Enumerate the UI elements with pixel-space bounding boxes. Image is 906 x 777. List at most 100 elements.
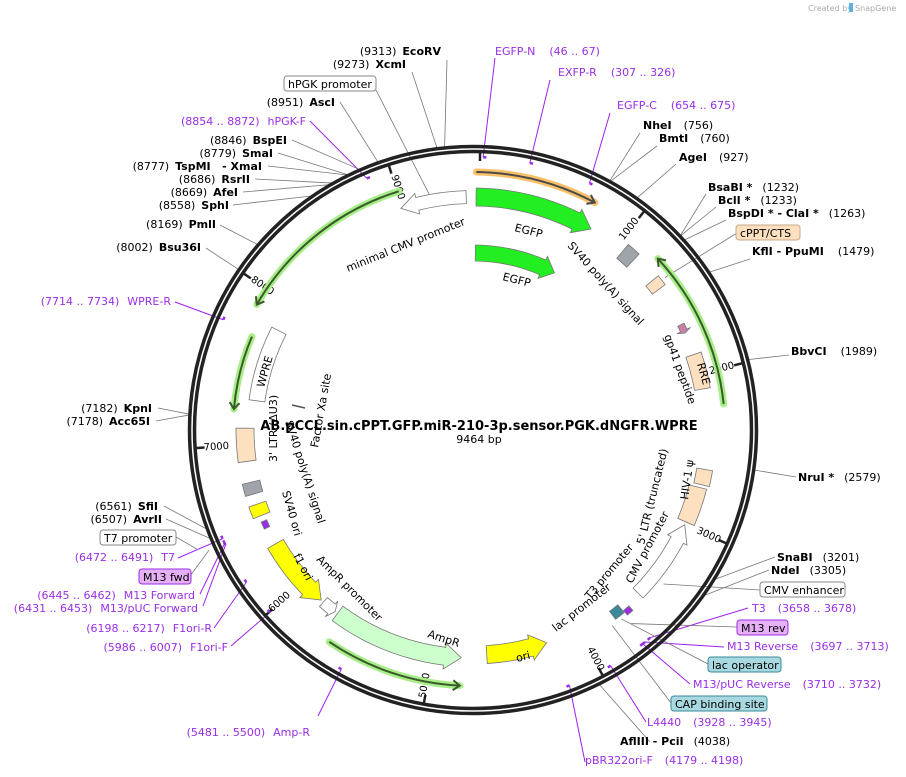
primer-m13-reverse[interactable]: M13 Reverse(3697 .. 3713): [727, 640, 889, 653]
label-cmv-enhancer[interactable]: CMV enhancer: [759, 581, 846, 598]
primer-mark[interactable]: [639, 642, 644, 647]
enzyme-bsabi[interactable]: BsaBI *(1232): [708, 181, 799, 194]
feature-hiv-psi[interactable]: [693, 467, 714, 488]
enzyme-acc65i[interactable]: (7178)Acc65I: [66, 415, 150, 428]
label-hpgk-promoter[interactable]: hPGK promoter: [283, 75, 377, 92]
primer-wpre-r[interactable]: (7714 .. 7734)WPRE-R: [41, 295, 172, 308]
feature-orf-left1[interactable]: [228, 333, 256, 413]
primer-mark[interactable]: [266, 609, 271, 614]
primer-amp-r[interactable]: (5481 .. 5500)Amp-R: [187, 726, 311, 739]
primer-mark[interactable]: [607, 664, 612, 669]
label-lac-operator[interactable]: lac operator: [707, 656, 782, 673]
feature-orf-left2[interactable]: [253, 187, 403, 309]
feature-label-sv40-ori[interactable]: SV40 ori: [279, 489, 304, 537]
feature-ampr[interactable]: [331, 605, 462, 670]
primer-egfp-c[interactable]: EGFP-C(654 .. 675): [617, 99, 735, 112]
feature-t3[interactable]: [622, 605, 634, 616]
primer-l4440[interactable]: L4440(3928 .. 3945): [647, 716, 772, 729]
feature-ltr5[interactable]: [677, 484, 708, 527]
feature-ltr3[interactable]: [235, 427, 257, 464]
enzyme-nrui[interactable]: NruI *(2579): [798, 471, 881, 484]
feature-label-factor-xa-site[interactable]: Factor Xa site: [308, 372, 334, 448]
primer-pbr322ori-f[interactable]: pBR322ori-F(4179 .. 4198): [585, 754, 743, 767]
enzyme-pmli[interactable]: (8169)PmlI: [146, 218, 216, 231]
feature-minimal-cmv[interactable]: [400, 190, 467, 215]
enzyme-bspdi-clai[interactable]: BspDI * - ClaI *(1263): [728, 207, 865, 220]
feature-cppt[interactable]: [645, 275, 666, 295]
enzyme-ndei[interactable]: NdeI(3305): [771, 564, 846, 577]
primer-mark[interactable]: [529, 161, 534, 165]
feature-ori[interactable]: [485, 634, 548, 664]
primer-f1ori-r[interactable]: (6198 .. 6217)F1ori-R: [86, 622, 212, 635]
enzyme-bsu36i[interactable]: (8002)Bsu36I: [116, 241, 201, 254]
enzyme-kpni[interactable]: (7182)KpnI: [81, 402, 152, 415]
feature-sv40-polya-1[interactable]: [616, 243, 640, 268]
enzyme-xcmi[interactable]: (9273)XcmI: [333, 58, 406, 71]
enzyme-ecorv[interactable]: (9313)EcoRV: [360, 45, 442, 58]
primer-m13-puc-forward[interactable]: (6431 .. 6453)M13/pUC Forward: [14, 602, 198, 615]
enzyme-rsrii[interactable]: (8686)RsrII: [179, 173, 250, 186]
feature-gp41[interactable]: [676, 322, 691, 335]
primer-mark[interactable]: [222, 541, 227, 546]
enzyme-bcli[interactable]: BclI *(1233): [718, 194, 797, 207]
feature-f1-ori[interactable]: [267, 538, 322, 601]
enzyme-afei[interactable]: (8669)AfeI: [171, 186, 238, 199]
feature-label-rre[interactable]: RRE: [694, 361, 713, 386]
feature-label-wpre[interactable]: WPRE: [254, 354, 275, 388]
feature-lac[interactable]: [608, 604, 625, 620]
primer-mark[interactable]: [220, 535, 224, 540]
feature-label-egfp-2[interactable]: EGFP: [501, 270, 532, 290]
feature-orf-bottom[interactable]: [325, 638, 464, 692]
primer-f1ori-f[interactable]: (5986 .. 6007)F1ori-F: [104, 641, 229, 654]
primer-t3[interactable]: T3(3658 .. 3678): [751, 602, 856, 615]
primer-t7[interactable]: (6472 .. 6491)T7: [75, 551, 175, 564]
enzyme-kfli-ppumi[interactable]: KflI - PpuMI(1479): [752, 245, 874, 258]
label-t7-promoter[interactable]: T7 promoter: [99, 529, 177, 546]
primer-mark[interactable]: [366, 176, 371, 180]
feature-sv40-polya-2[interactable]: [241, 479, 264, 497]
enzyme-bbvci[interactable]: BbvCI(1989): [791, 345, 877, 358]
feature-sv40-ori-mark[interactable]: [260, 519, 271, 530]
enzyme-sfii[interactable]: (6561)SfiI: [95, 500, 158, 513]
enzyme-smai[interactable]: (8779)SmaI: [200, 147, 273, 160]
feature-egfp1[interactable]: [475, 187, 592, 234]
enzyme-aflIII-pcii[interactable]: AflIII - PciI(4038): [620, 735, 730, 748]
label-cppt-cts[interactable]: cPPT/CTS: [735, 224, 801, 241]
primer-mark[interactable]: [641, 640, 646, 645]
feature-label-ori[interactable]: ori: [515, 649, 532, 665]
enzyme-tspmi-xmai[interactable]: (8777)TspMI - XmaI: [133, 160, 262, 173]
feature-ampr-promoter[interactable]: [318, 596, 339, 618]
feature-label-lac-promoter[interactable]: lac promoter: [550, 580, 614, 634]
feature-wpre[interactable]: [248, 326, 287, 403]
primer-egfp-n[interactable]: EGFP-N(46 .. 67): [495, 45, 600, 58]
enzyme-snabi[interactable]: SnaBI(3201): [777, 551, 859, 564]
primer-m13-puc-reverse[interactable]: M13/pUC Reverse(3710 .. 3732): [693, 678, 881, 691]
enzyme-nhei[interactable]: NheI(756): [643, 119, 713, 132]
enzyme-sphi[interactable]: (8558)SphI: [159, 199, 229, 212]
feature-orf-right[interactable]: [654, 255, 728, 408]
primer-mark[interactable]: [337, 666, 342, 671]
enzyme-bmti[interactable]: BmtI(760): [659, 132, 730, 145]
feature-label-minimal-cmv-promoter[interactable]: minimal CMV promoter: [344, 215, 467, 275]
feature-cmv-promoter[interactable]: [632, 524, 688, 599]
enzyme-agei[interactable]: AgeI(927): [679, 151, 749, 164]
enzyme-asci[interactable]: (8951)AscI: [267, 96, 335, 109]
feature-label-hiv1-psi[interactable]: HIV-1 ψ: [678, 459, 696, 501]
primer-mark[interactable]: [588, 181, 593, 186]
label-m13-rev[interactable]: M13 rev: [736, 619, 789, 636]
primer-mark[interactable]: [243, 578, 248, 583]
enzyme-bspei[interactable]: (8846)BspEI: [210, 134, 287, 147]
feature-label-3ltr[interactable]: 3' LTR (ΔU3): [267, 395, 280, 462]
label-cap-binding-site[interactable]: CAP binding site: [670, 695, 768, 712]
primer-exfp-r[interactable]: EXFP-R(307 .. 326): [558, 66, 675, 79]
feature-rre[interactable]: [685, 351, 711, 391]
feature-orf-top[interactable]: [472, 168, 599, 207]
feature-egfp2[interactable]: [474, 244, 555, 280]
primer-mark[interactable]: [222, 316, 226, 321]
primer-hpgk-f[interactable]: (8854 .. 8872)hPGK-F: [181, 115, 306, 128]
primer-mark[interactable]: [565, 684, 570, 688]
feature-sv40-ori[interactable]: [248, 500, 271, 520]
primer-m13-forward[interactable]: (6445 .. 6462)M13 Forward: [37, 589, 195, 602]
label-m13-fwd[interactable]: M13 fwd: [138, 568, 192, 585]
primer-mark[interactable]: [646, 636, 652, 641]
